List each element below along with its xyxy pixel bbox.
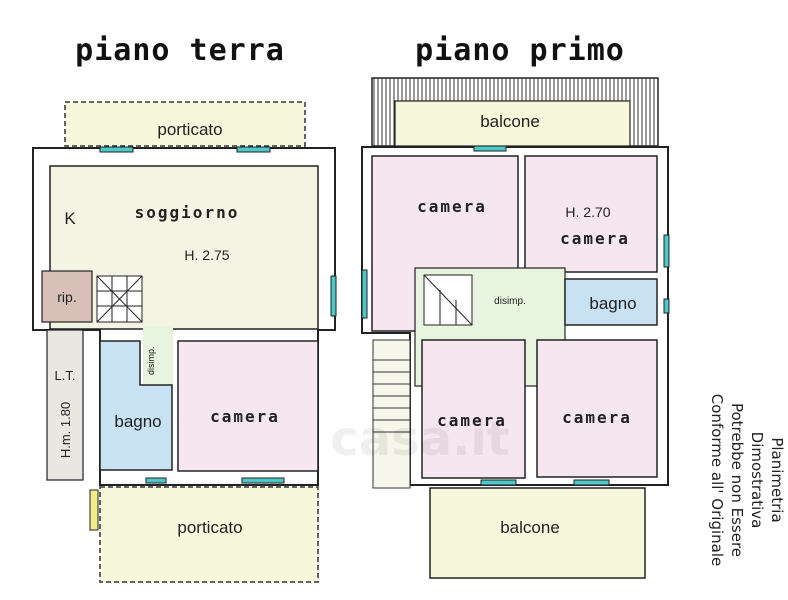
watermark-logo: casa.it [330,411,509,467]
stairs-first [423,274,473,326]
camera-se-area [536,339,658,478]
first-floor-plan: piano primo balcone camera H. 2.70 camer… [361,33,670,579]
stairs-ground [96,275,143,323]
lt-height-label: H.m. 1.80 [58,402,73,458]
porticato-top-label: porticato [157,120,222,139]
bagno-first-label: bagno [589,294,636,313]
bagno-ground-area [99,340,173,471]
disclaimer-line-1: Planimetria [768,437,786,522]
balcone-bottom-label: balcone [500,518,560,537]
camera-ground-area [177,340,319,472]
yellow-step [89,489,99,531]
soggiorno-label: soggiorno [135,203,240,222]
windows-ground [99,146,337,484]
bagno-ground-label: bagno [114,412,161,431]
ground-floor-title: piano terra [75,33,285,68]
disclaimer-line-3: Potrebbe non Essere [728,403,746,557]
ground-height-label: H. 2.75 [184,247,229,263]
camera-ground-label: camera [210,407,280,426]
locale-tecnico-area [46,329,84,481]
porticato-top-area [64,101,306,147]
camera-ne-label: camera [560,229,630,248]
soggiorno-area [49,165,319,330]
ground-floor-plan: piano terra porticato soggiorno K H. 2.7… [32,33,337,583]
ripostiglio-area [41,270,93,323]
camera-sw-label: camera [437,411,507,430]
porticato-bottom-area [99,486,319,583]
camera-ne-area [524,155,658,273]
disimp-first-label: disimp. [494,296,526,307]
camera-sw-area [421,339,526,479]
kitchen-label: K [64,209,76,228]
camera-se-label: camera [562,408,632,427]
balcone-top-area [394,100,631,147]
disclaimer-line-4: Conforme all' Originale [708,394,726,566]
bagno-first-area [564,278,658,326]
windows-first [361,145,670,486]
disimp-ground-area [143,326,173,386]
lt-label: L.T. [55,368,76,383]
first-floor-title: piano primo [415,33,625,68]
disimp-ground-label: disimp. [146,346,156,375]
balcone-top-label: balcone [480,112,540,131]
disclaimer-line-2: Dimostrativa [748,432,766,529]
camera-nw-label: camera [417,197,487,216]
balcone-bottom-area [429,487,646,579]
porticato-bottom-label: porticato [177,518,242,537]
ripostiglio-label: rip. [57,289,76,305]
external-stairs [372,339,411,489]
first-height-label: H. 2.70 [565,204,610,220]
disclaimer-note: Planimetria Dimostrativa Potrebbe non Es… [708,394,786,566]
